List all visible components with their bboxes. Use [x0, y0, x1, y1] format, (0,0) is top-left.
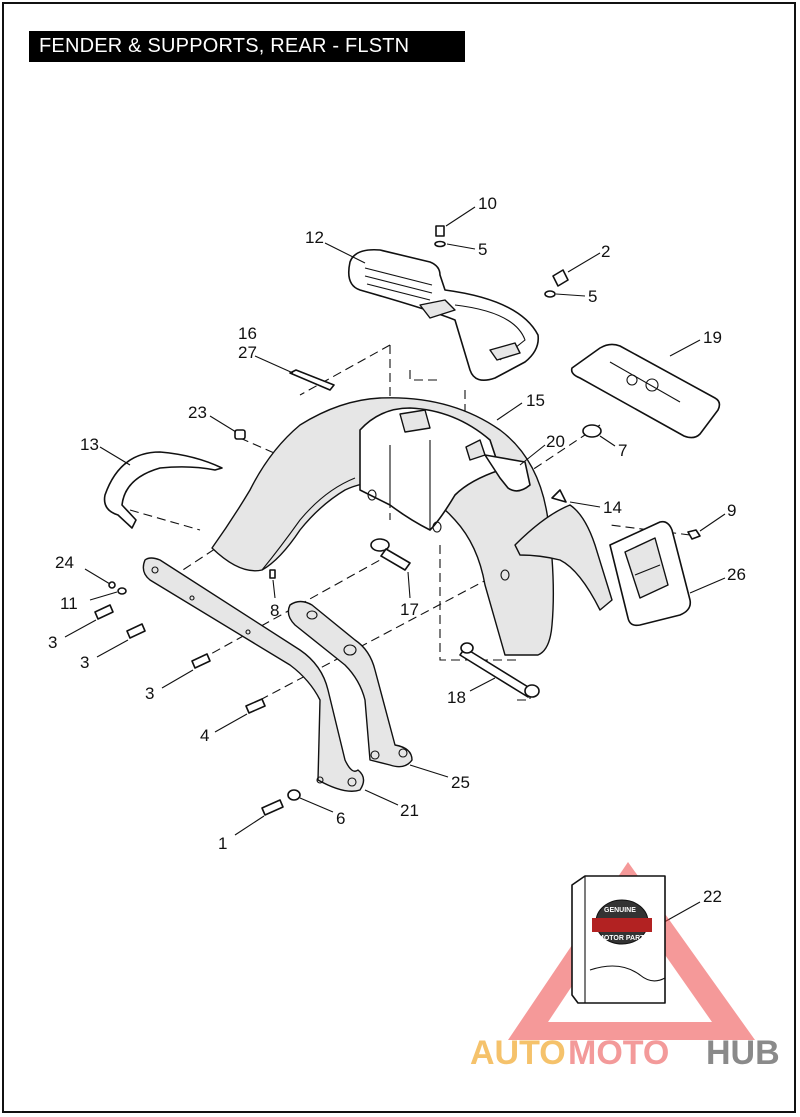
callout-13: 13: [80, 435, 99, 454]
grab-handle: [103, 451, 223, 529]
license-plate-bracket: [609, 520, 692, 627]
callout-8: 8: [270, 601, 279, 620]
callout-19: 19: [703, 328, 722, 347]
callout-20: 20: [546, 432, 565, 451]
callout-3-b: 3: [80, 653, 89, 672]
callout-5-right: 5: [588, 287, 597, 306]
washer-11: [117, 587, 127, 595]
callout-23: 23: [188, 403, 207, 422]
watermark-auto: AUTO: [470, 1034, 566, 1072]
genuine-motor-parts-badge: GENUINE MOTOR PARTS: [592, 899, 652, 945]
callout-25: 25: [451, 773, 470, 792]
callout-11: 11: [60, 594, 78, 613]
callout-5-top: 5: [478, 240, 487, 259]
fender-tip: [514, 504, 613, 611]
callout-27: 27: [238, 343, 257, 362]
callout-12: 12: [305, 228, 324, 247]
washer-6: [287, 789, 301, 801]
leader-lines: [64, 206, 726, 931]
clip-14: [551, 489, 567, 503]
screw-3c: [191, 653, 211, 669]
watermark-moto: MOTO: [568, 1034, 669, 1072]
screw-9: [687, 529, 701, 540]
svg-text:MOTOR PARTS: MOTOR PARTS: [598, 935, 649, 942]
callout-26: 26: [727, 565, 746, 584]
nut-23: [234, 429, 246, 440]
callout-1: 1: [218, 834, 227, 853]
nut-24: [108, 581, 116, 589]
bolt-17: [370, 538, 411, 571]
callout-17: 17: [400, 600, 419, 619]
callout-10: 10: [478, 194, 497, 213]
watermark-hub: HUB: [706, 1034, 780, 1072]
callout-4: 4: [200, 726, 209, 745]
bolt-2: [544, 269, 569, 298]
callout-3-a: 3: [48, 633, 57, 652]
callout-2: 2: [601, 242, 610, 261]
callout-6: 6: [336, 809, 345, 828]
support-arm-25: [287, 600, 413, 768]
callout-21: 21: [400, 801, 419, 820]
support-rod: [459, 642, 540, 698]
bolt-10: [434, 225, 446, 248]
screw-4: [245, 698, 266, 714]
fender-strip: [289, 369, 335, 391]
support-arm-21: [142, 557, 365, 792]
screw-1: [261, 799, 284, 816]
luggage-rack: [347, 248, 540, 381]
fender-pad: [570, 343, 721, 439]
screw-3b: [126, 623, 146, 639]
rear-fender: [211, 397, 555, 656]
callout-labels: 10 5 12 2 5 19 16 27 15 23 20 7 13 14 9 …: [48, 194, 746, 906]
callout-15: 15: [526, 391, 545, 410]
callout-22: 22: [703, 887, 722, 906]
callout-16: 16: [238, 324, 257, 343]
callout-24: 24: [55, 553, 74, 572]
clip-8: [269, 569, 276, 579]
callout-14: 14: [603, 498, 622, 517]
genuine-parts-kit-box: GENUINE MOTOR PARTS: [571, 875, 666, 1004]
svg-text:GENUINE: GENUINE: [604, 907, 636, 914]
callout-7: 7: [618, 441, 627, 460]
callout-3-c: 3: [145, 684, 154, 703]
callout-18: 18: [447, 688, 466, 707]
callout-9: 9: [727, 501, 736, 520]
bracket-20: [484, 454, 531, 492]
washer-7: [582, 424, 602, 438]
watermark-wordmark: AUTO MOTO HUB: [470, 1034, 780, 1072]
screw-3a: [94, 604, 114, 620]
page-title: FENDER & SUPPORTS, REAR - FLSTN: [29, 31, 465, 62]
